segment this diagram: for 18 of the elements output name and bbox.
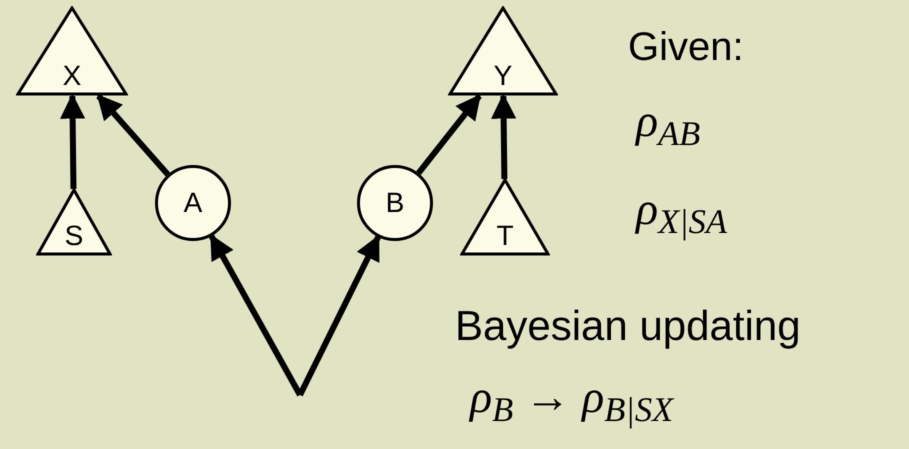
text-label: Given:	[628, 24, 744, 71]
triangle-node	[448, 6, 558, 96]
triangle-node	[16, 6, 128, 96]
text-label: ρ$_{AB}$	[636, 94, 700, 150]
triangle-node	[36, 188, 112, 256]
node-label: S	[64, 222, 84, 250]
node-label: A	[184, 189, 202, 217]
node-label: Y	[494, 62, 512, 90]
node-label: B	[386, 189, 404, 217]
arrow	[60, 93, 86, 189]
arrow	[416, 94, 482, 176]
triangle-node	[460, 178, 550, 256]
text-label: Bayesian updating	[455, 301, 801, 351]
arrow	[96, 94, 170, 176]
arrow	[297, 234, 381, 396]
arrow	[491, 93, 516, 180]
node-label: X	[62, 62, 82, 90]
node-label: T	[496, 222, 514, 250]
